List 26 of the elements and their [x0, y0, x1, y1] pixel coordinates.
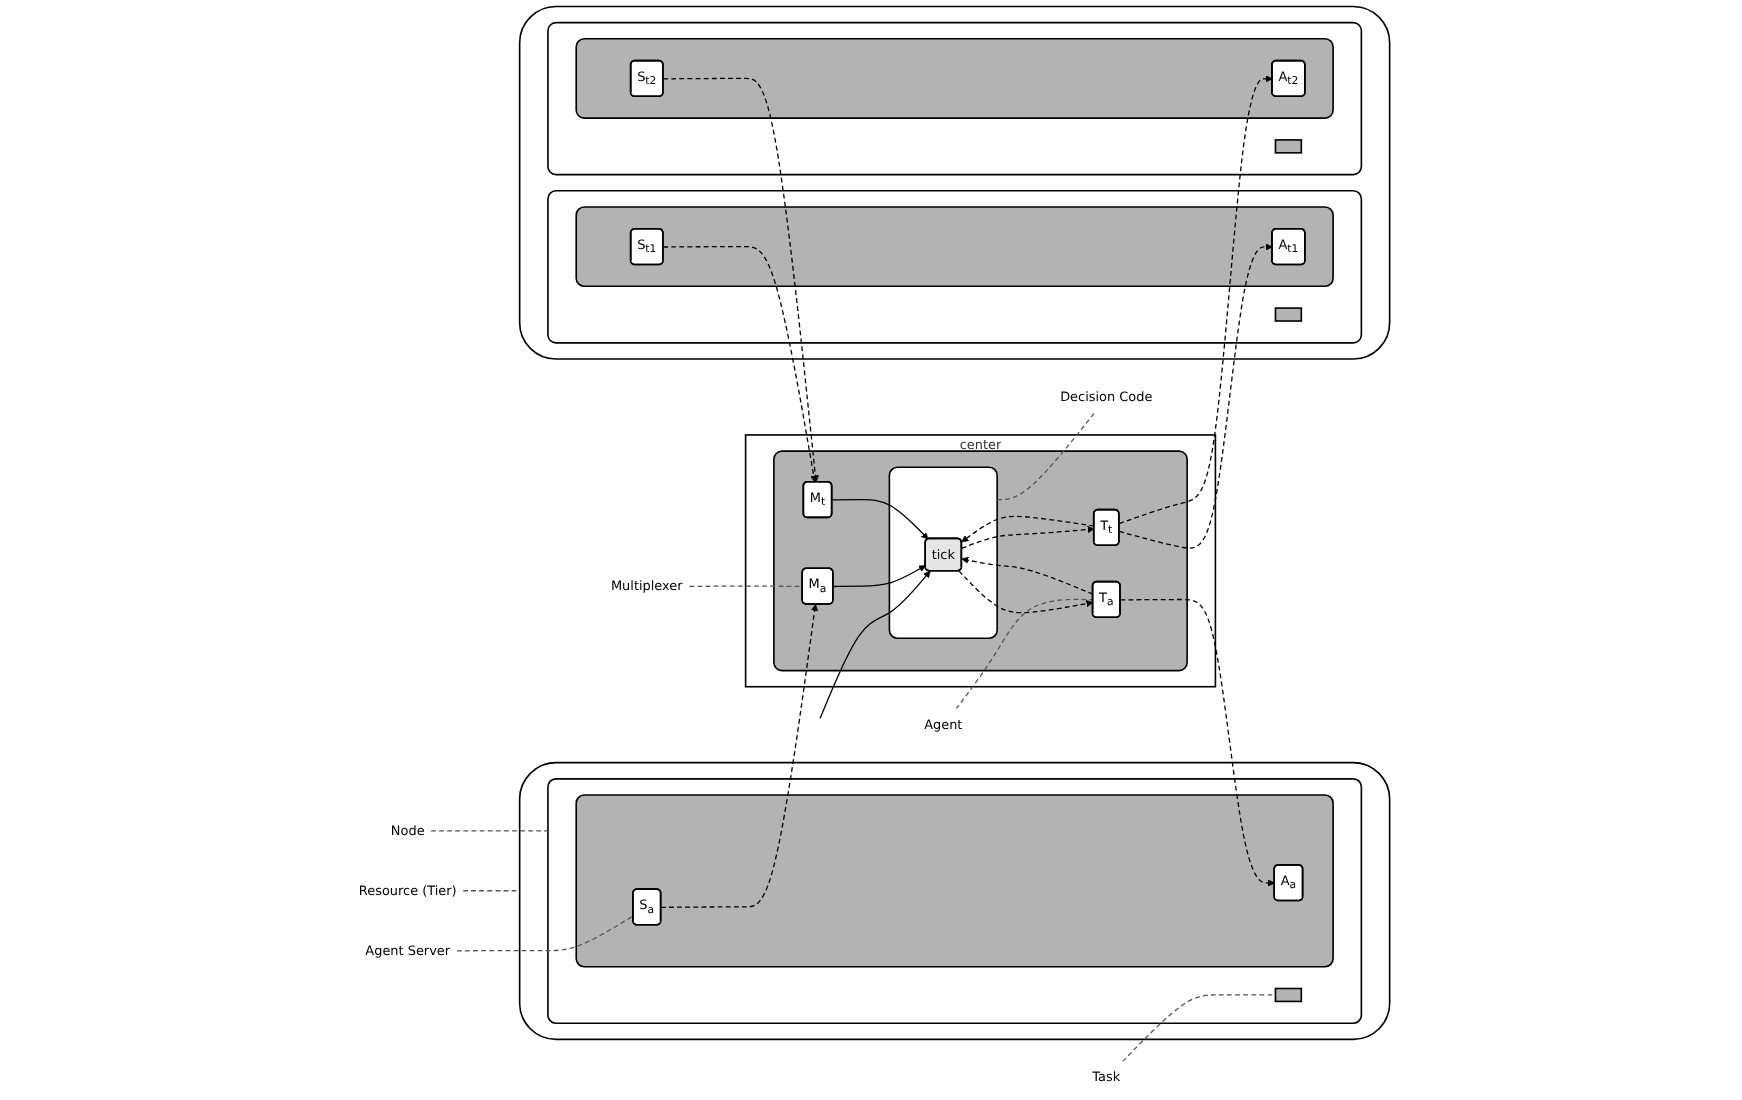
- task-box: [1274, 139, 1303, 154]
- arrow: [1118, 75, 1273, 525]
- task-box: [1274, 307, 1303, 322]
- arrow: [662, 77, 819, 483]
- arrow: [660, 604, 819, 908]
- arrow: [832, 565, 926, 588]
- group-box: [575, 37, 1334, 119]
- group-box: [888, 466, 998, 640]
- arrow: [1118, 243, 1273, 549]
- arrow: [662, 245, 818, 483]
- arrow: [961, 526, 1095, 549]
- leader-line: [996, 412, 1095, 501]
- leader-line: [456, 915, 634, 952]
- arrow: [961, 556, 1094, 595]
- leader-line: [462, 890, 521, 892]
- arrow: [1119, 598, 1275, 887]
- arrow: [961, 515, 1095, 543]
- group-box: [575, 206, 1334, 288]
- task-box: [1274, 987, 1303, 1003]
- leader-line: [955, 598, 1094, 710]
- leader-line: [688, 585, 804, 588]
- arrow: [819, 570, 931, 719]
- group-box: [575, 794, 1334, 968]
- leader-line: [430, 830, 549, 832]
- arrow: [958, 570, 1094, 614]
- arrow: [831, 498, 929, 540]
